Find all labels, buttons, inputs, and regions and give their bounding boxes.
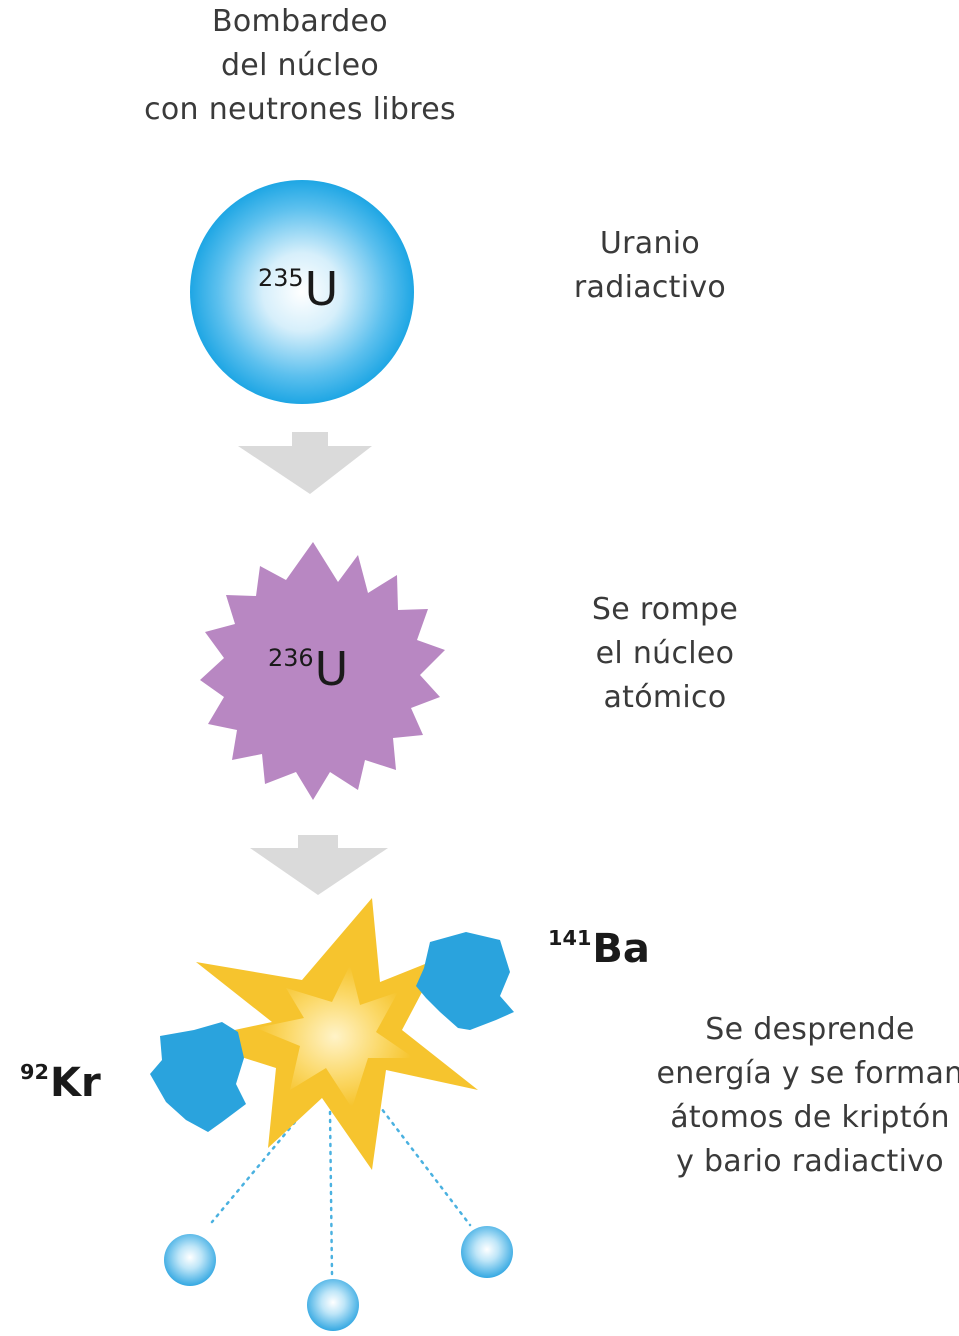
mass-number: 235 — [258, 263, 304, 292]
label-line: radiactivo — [573, 270, 727, 305]
isotope-kr92: 92Kr — [20, 1060, 101, 1106]
explosion-core — [256, 965, 414, 1108]
label-line: y bario radiactivo — [676, 1144, 944, 1179]
element-symbol: U — [314, 642, 349, 696]
label-line: Bombardeo — [212, 4, 388, 39]
neutron-path — [328, 1110, 334, 1277]
label-line: Se desprende — [705, 1012, 915, 1047]
label-line: Se rompe — [591, 592, 739, 627]
arrow-down-icon — [250, 835, 388, 895]
label-line: el núcleo — [595, 636, 735, 671]
uranium-236-nucleus — [200, 542, 445, 800]
label-line: átomos de kriptón — [670, 1100, 950, 1135]
arrow-down-icon — [238, 432, 372, 494]
element-symbol: Kr — [49, 1060, 101, 1106]
krypton-92-fragment — [150, 1022, 246, 1132]
label-line: con neutrones libres — [144, 92, 456, 127]
label-desprende: Se desprende energía y se forman átomos … — [650, 1008, 959, 1184]
label-rompe: Se rompe el núcleo atómico — [560, 588, 770, 720]
label-bombardeo: Bombardeo del núcleo con neutrones libre… — [110, 0, 490, 132]
isotope-u235: 235U — [258, 262, 338, 316]
label-line: atómico — [603, 680, 727, 715]
label-line: del núcleo — [220, 48, 380, 83]
neutron — [461, 1226, 513, 1278]
label-uranio: Uranio radiactivo — [540, 222, 760, 310]
mass-number: 141 — [548, 926, 592, 951]
isotope-u236: 236U — [268, 642, 348, 696]
neutron — [164, 1234, 216, 1286]
neutron-path — [210, 1108, 307, 1224]
element-symbol: Ba — [592, 926, 650, 972]
isotope-ba141: 141Ba — [548, 926, 650, 972]
barium-141-fragment — [416, 932, 514, 1030]
label-line: Uranio — [599, 226, 701, 261]
neutron-path — [376, 1102, 472, 1227]
element-symbol: U — [304, 262, 339, 316]
mass-number: 236 — [268, 643, 314, 672]
mass-number: 92 — [20, 1060, 49, 1085]
neutron — [307, 1279, 359, 1331]
label-line: energía y se forman — [656, 1056, 959, 1091]
uranium-235-nucleus — [190, 180, 414, 404]
